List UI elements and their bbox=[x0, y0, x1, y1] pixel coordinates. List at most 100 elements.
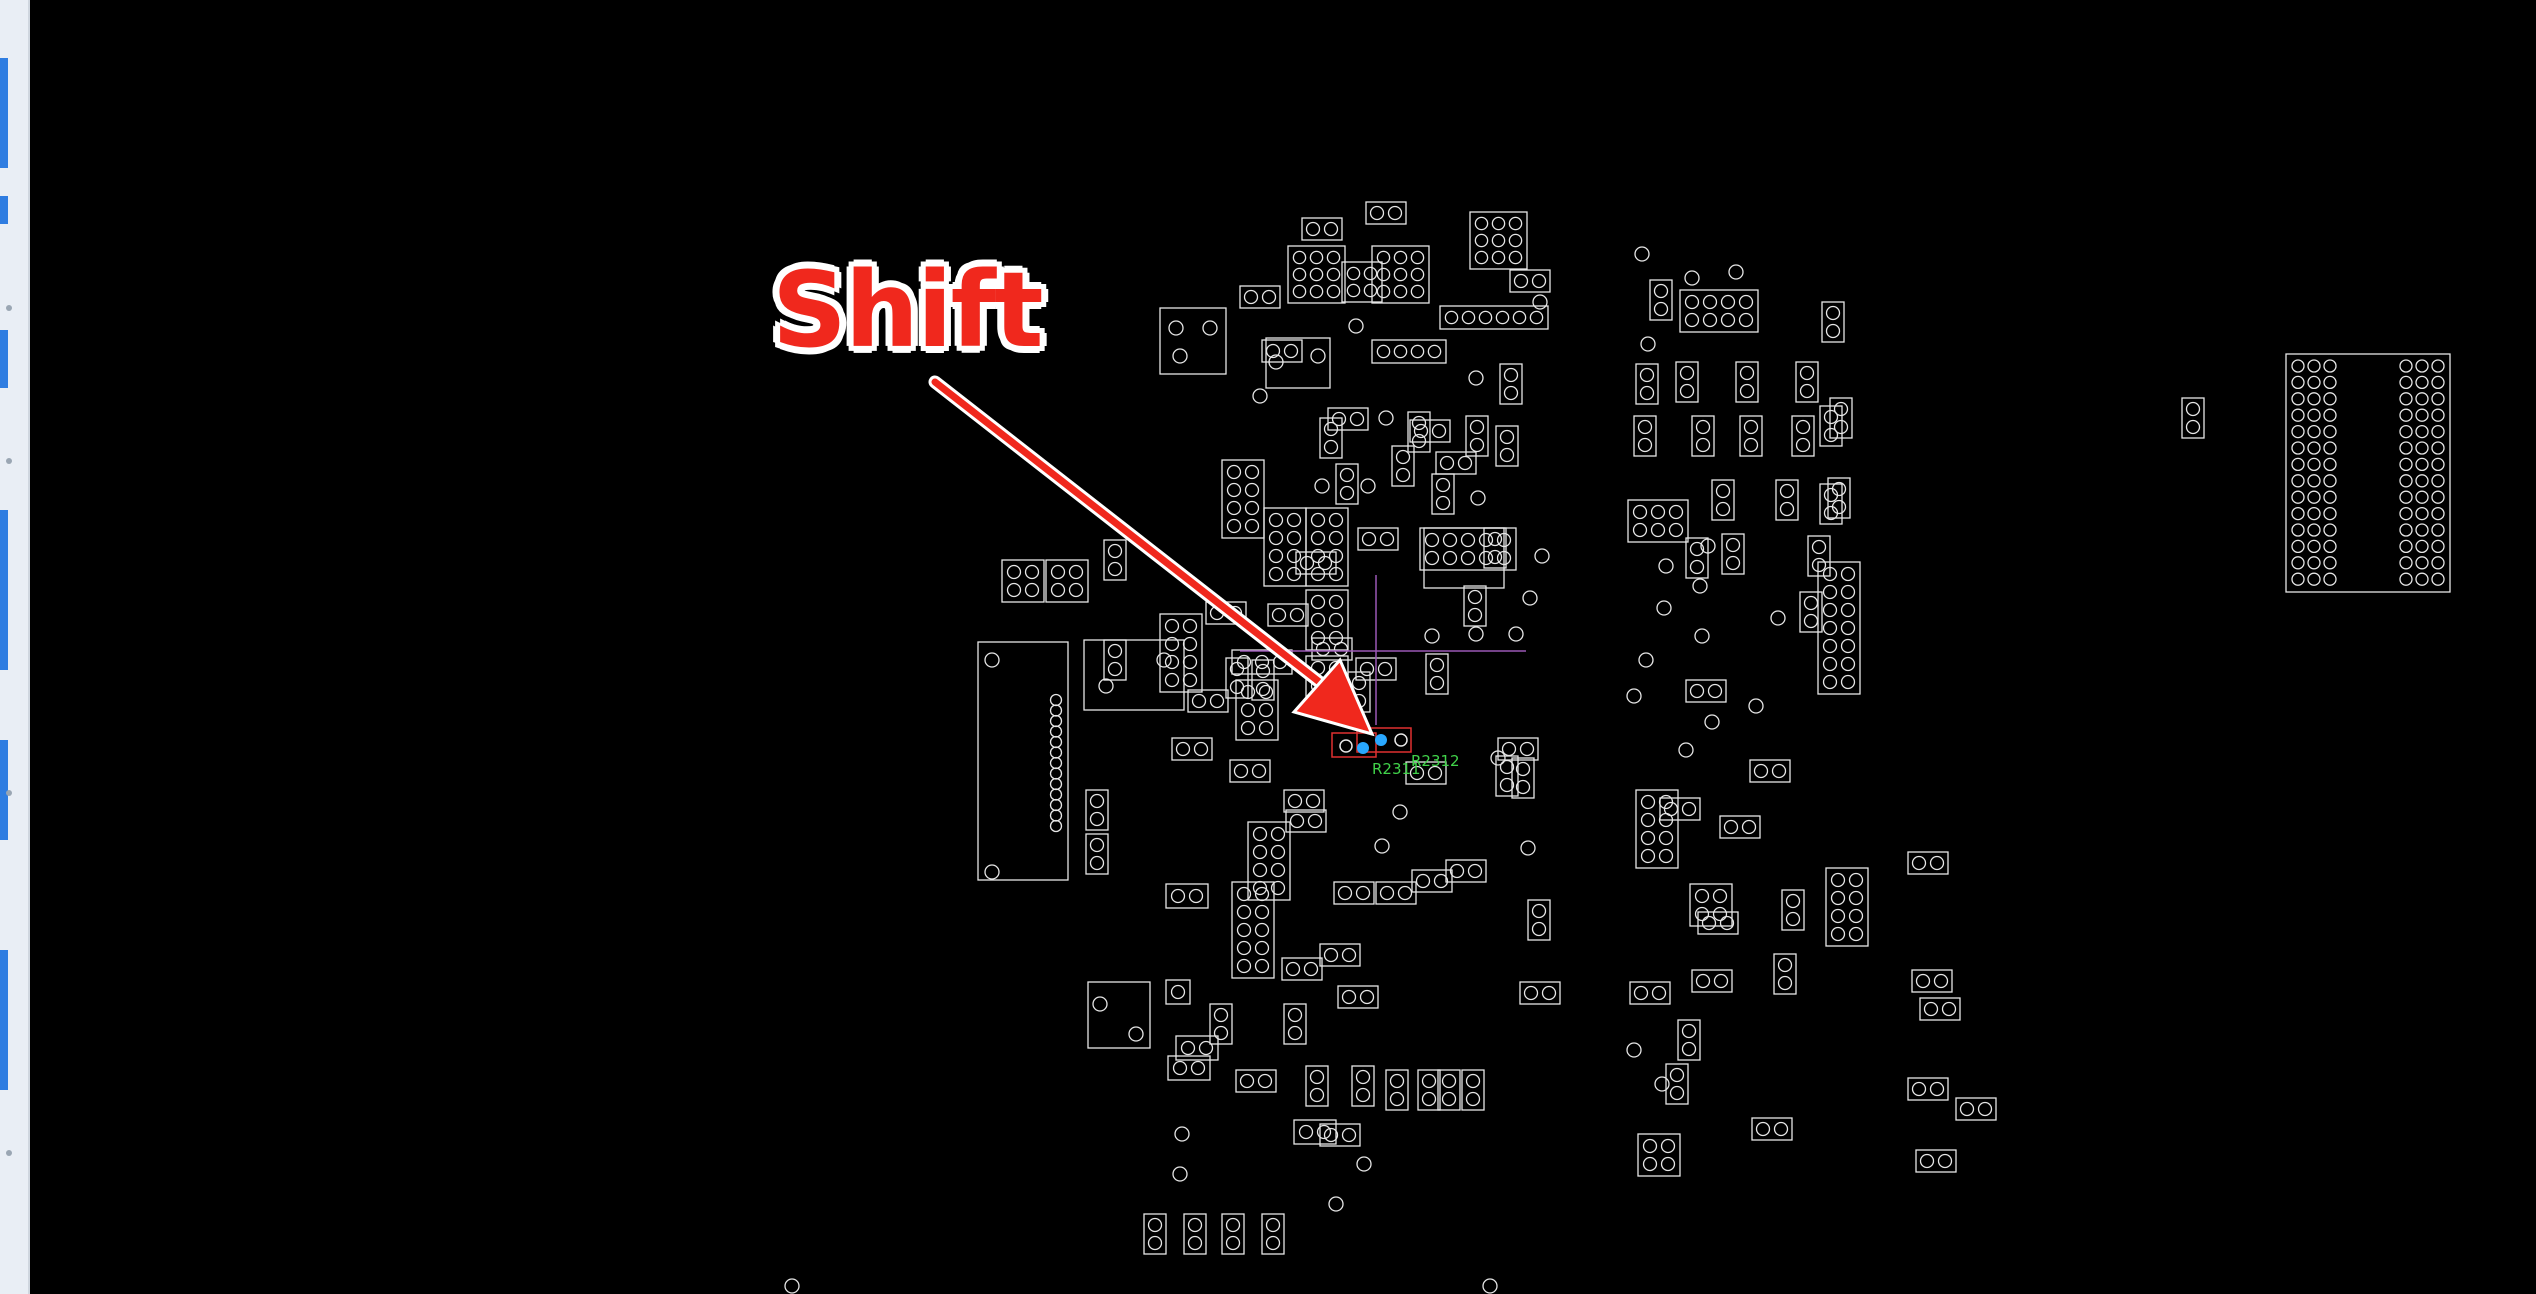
pad bbox=[1478, 310, 1493, 325]
footprint-outline bbox=[1293, 1119, 1337, 1145]
pad bbox=[1681, 1023, 1697, 1039]
footprint-outline bbox=[1371, 339, 1447, 364]
pad bbox=[1915, 973, 1931, 989]
pad bbox=[1346, 266, 1361, 281]
pad bbox=[1499, 777, 1515, 793]
pad bbox=[1658, 830, 1674, 846]
pad bbox=[984, 864, 1000, 880]
pad bbox=[2185, 419, 2201, 435]
pad bbox=[1469, 419, 1485, 435]
pad bbox=[1376, 284, 1391, 299]
selected-resistors[interactable]: R2312 R2311 bbox=[1331, 727, 1460, 778]
footprint-outline bbox=[1795, 361, 1819, 403]
pad bbox=[2307, 424, 2321, 439]
tool-icon[interactable] bbox=[6, 305, 12, 311]
pad bbox=[1240, 702, 1256, 718]
pad bbox=[1226, 464, 1242, 480]
pad bbox=[1379, 885, 1395, 901]
pad bbox=[1650, 504, 1666, 520]
footprint-outline bbox=[1955, 1097, 1997, 1121]
pad bbox=[1328, 1196, 1344, 1212]
pad bbox=[1254, 940, 1270, 956]
pad bbox=[1669, 1085, 1685, 1101]
pad bbox=[1270, 862, 1286, 878]
pad bbox=[1258, 684, 1274, 700]
pad bbox=[1639, 367, 1655, 383]
tool-icon[interactable] bbox=[6, 458, 12, 464]
left-toolbar[interactable] bbox=[0, 0, 30, 1294]
toolbar-tab[interactable] bbox=[0, 330, 8, 388]
footprint-outline bbox=[1423, 527, 1505, 589]
pad bbox=[1050, 582, 1066, 598]
pad bbox=[1411, 415, 1427, 431]
pad bbox=[1803, 613, 1819, 629]
pad bbox=[1341, 989, 1357, 1005]
pad bbox=[1779, 483, 1795, 499]
pad bbox=[1268, 354, 1284, 370]
pad bbox=[1089, 837, 1105, 853]
toolbar-tab[interactable] bbox=[0, 196, 8, 224]
pad bbox=[1252, 844, 1268, 860]
pad bbox=[1531, 903, 1547, 919]
pad bbox=[2323, 392, 2337, 406]
pad bbox=[1187, 1217, 1203, 1233]
pad bbox=[2431, 375, 2445, 390]
footprint-outline bbox=[1463, 585, 1487, 627]
pad bbox=[1523, 985, 1539, 1001]
pad bbox=[1339, 485, 1355, 501]
pad bbox=[2415, 457, 2429, 472]
toolbar-tab[interactable] bbox=[0, 58, 8, 168]
pad bbox=[1515, 761, 1531, 777]
pad bbox=[1374, 838, 1390, 854]
pad bbox=[1268, 530, 1284, 546]
pad bbox=[1309, 1087, 1325, 1103]
pad bbox=[2291, 523, 2305, 537]
pad bbox=[1287, 793, 1303, 809]
pad bbox=[1532, 294, 1548, 310]
pad bbox=[1694, 906, 1710, 922]
pad bbox=[2431, 408, 2445, 422]
footprint-outline bbox=[1495, 755, 1519, 797]
pad bbox=[1441, 1091, 1457, 1107]
pad bbox=[1474, 216, 1489, 231]
tool-icon[interactable] bbox=[6, 790, 12, 796]
toolbar-tab[interactable] bbox=[0, 740, 8, 840]
pad bbox=[1213, 1007, 1229, 1023]
pad bbox=[1413, 423, 1429, 439]
footprint-outline bbox=[2181, 397, 2205, 439]
pad bbox=[2307, 441, 2321, 455]
pad bbox=[1226, 518, 1242, 534]
toolbar-tab[interactable] bbox=[0, 950, 8, 1090]
pad bbox=[1512, 310, 1527, 325]
pad bbox=[2307, 474, 2321, 488]
pad bbox=[2415, 359, 2429, 373]
pcb-layout-canvas[interactable]: R2312 R2311 bbox=[32, 0, 2536, 1294]
pad bbox=[1840, 620, 1856, 636]
tool-icon[interactable] bbox=[6, 1150, 12, 1156]
pad bbox=[2399, 359, 2413, 373]
pad bbox=[1771, 763, 1787, 779]
pad bbox=[2415, 375, 2429, 390]
pad bbox=[1328, 630, 1344, 646]
pad bbox=[1147, 1235, 1163, 1251]
toolbar-tab[interactable] bbox=[0, 510, 8, 670]
pad bbox=[1049, 704, 1063, 717]
footprint-outline bbox=[1425, 653, 1449, 695]
footprint-outline bbox=[1351, 1065, 1375, 1107]
pad bbox=[1244, 500, 1260, 516]
pad bbox=[1490, 750, 1506, 766]
footprint-outline bbox=[1085, 833, 1109, 875]
pad bbox=[1292, 267, 1307, 282]
pad bbox=[1225, 1235, 1241, 1251]
pad bbox=[1174, 1126, 1190, 1142]
pad bbox=[1243, 289, 1259, 305]
pad bbox=[1193, 741, 1209, 757]
selected-pad[interactable] bbox=[1357, 742, 1369, 754]
footprint-outline bbox=[2285, 353, 2451, 593]
footprint-outline bbox=[1045, 559, 1089, 603]
pad bbox=[2399, 490, 2413, 504]
component-footprints bbox=[784, 201, 2451, 1294]
selected-pad[interactable] bbox=[1375, 734, 1387, 746]
pad bbox=[1795, 419, 1811, 435]
pad bbox=[2399, 474, 2413, 488]
